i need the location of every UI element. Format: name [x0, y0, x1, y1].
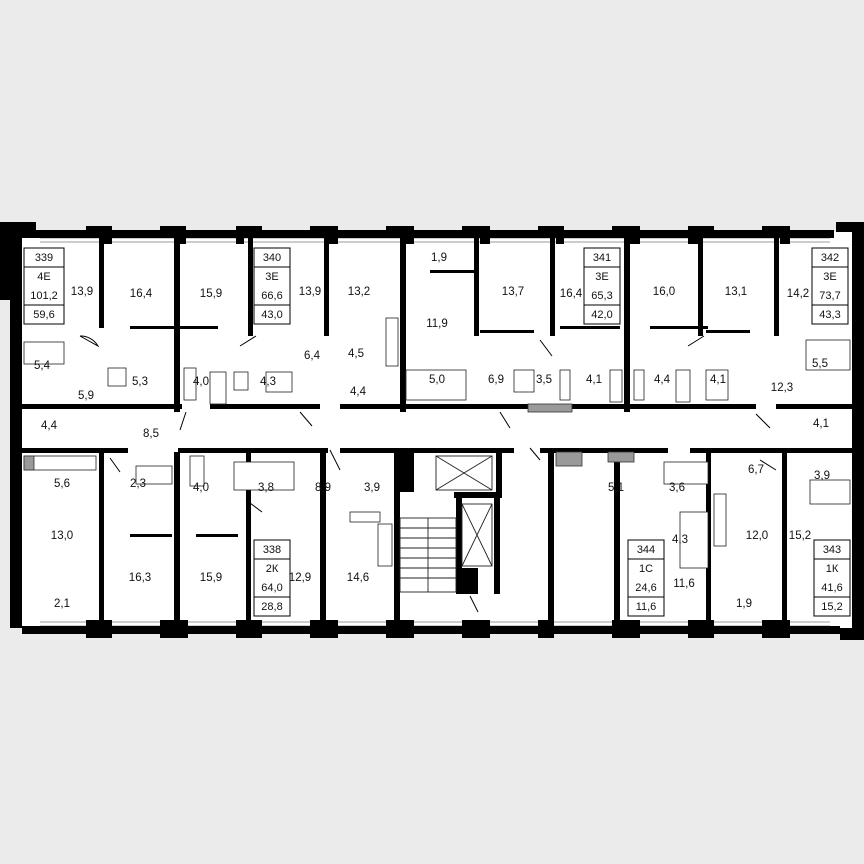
room-area: 14,6 [347, 572, 369, 584]
room-area: 13,1 [725, 286, 747, 298]
room-area: 4,1 [586, 374, 602, 386]
apartment-living-area: 11,6 [636, 601, 657, 613]
room-area: 1,9 [736, 598, 752, 610]
room-area: 12,3 [771, 382, 793, 394]
building-footprint [20, 232, 852, 628]
room-area: 6,7 [748, 464, 764, 476]
apartment-type: 3Е [823, 271, 836, 283]
staircase [399, 517, 457, 593]
apartment-total-area: 66,6 [261, 290, 282, 302]
room-area: 4,0 [193, 376, 209, 388]
apartment-living-area: 43,3 [819, 309, 840, 321]
apartment-card-340[interactable]: 340 3Е 66,6 43,0 [253, 247, 291, 325]
apartment-type: 1С [639, 563, 653, 575]
room-area: 8,5 [143, 428, 159, 440]
room-area: 11,9 [426, 318, 448, 330]
room-area: 4,4 [41, 420, 58, 432]
room-area: 13,9 [71, 286, 93, 298]
apartment-number: 344 [637, 544, 655, 556]
apartment-card-342[interactable]: 342 3Е 73,7 43,3 [811, 247, 849, 325]
elevator-shafts [435, 455, 493, 567]
room-area: 5,9 [78, 390, 94, 402]
room-area: 5,6 [54, 478, 70, 490]
room-area: 16,4 [560, 288, 583, 300]
room-area-labels: 13,9 16,4 15,9 13,9 13,2 1,9 11,9 13,7 1… [34, 252, 830, 610]
apartment-card-338[interactable]: 338 2К 64,0 28,8 [253, 539, 291, 617]
apartment-number: 343 [823, 544, 841, 556]
room-area: 4,0 [193, 482, 209, 494]
room-area: 8,9 [315, 482, 331, 494]
apartment-number: 342 [821, 252, 839, 264]
room-area: 2,1 [54, 598, 70, 610]
room-area: 5,5 [812, 358, 828, 370]
apartment-total-area: 64,0 [261, 582, 282, 594]
room-area: 2,3 [130, 478, 146, 490]
apartment-card-343[interactable]: 343 1К 41,6 15,2 [813, 539, 851, 617]
room-area: 1,9 [431, 252, 447, 264]
room-area: 5,1 [608, 482, 624, 494]
room-area: 6,4 [304, 350, 321, 362]
apartment-number: 339 [35, 252, 53, 264]
apartment-card-339[interactable]: 339 4Е 101,2 59,6 [23, 247, 65, 325]
room-area: 3,9 [814, 470, 830, 482]
room-area: 3,6 [669, 482, 685, 494]
apartment-number: 341 [593, 252, 611, 264]
apartment-living-area: 42,0 [591, 309, 612, 321]
apartment-type: 1К [826, 563, 839, 575]
room-area: 16,3 [129, 572, 151, 584]
room-area: 16,4 [130, 288, 153, 300]
room-area: 12,9 [289, 572, 311, 584]
room-area: 14,2 [787, 288, 809, 300]
room-area: 4,4 [654, 374, 671, 386]
room-area: 6,9 [488, 374, 504, 386]
room-area: 4,4 [350, 386, 367, 398]
apartment-living-area: 43,0 [261, 309, 282, 321]
room-area: 13,9 [299, 286, 321, 298]
room-area: 3,9 [364, 482, 380, 494]
room-area: 5,4 [34, 360, 51, 372]
apartment-living-area: 15,2 [821, 601, 842, 613]
room-area: 4,1 [710, 374, 726, 386]
apartment-total-area: 101,2 [30, 290, 58, 302]
room-area: 3,8 [258, 482, 274, 494]
interior-walls [22, 236, 852, 628]
room-area: 13,0 [51, 530, 73, 542]
apartment-total-area: 73,7 [819, 290, 840, 302]
apartment-total-area: 24,6 [635, 582, 656, 594]
apartment-total-area: 41,6 [821, 582, 842, 594]
room-area: 16,0 [653, 286, 675, 298]
room-area: 5,3 [132, 376, 148, 388]
apartment-total-area: 65,3 [591, 290, 612, 302]
room-area: 4,3 [672, 534, 688, 546]
room-area: 3,5 [536, 374, 552, 386]
room-area: 4,3 [260, 376, 276, 388]
apartment-type: 3Е [595, 271, 608, 283]
room-area: 4,1 [813, 418, 829, 430]
door-swings [79, 335, 777, 613]
room-area: 4,5 [348, 348, 364, 360]
room-area: 5,0 [429, 374, 445, 386]
apartment-number: 338 [263, 544, 281, 556]
fixtures [23, 317, 851, 569]
apartment-type: 4Е [37, 271, 50, 283]
apartment-type: 2К [266, 563, 279, 575]
room-area: 15,9 [200, 288, 222, 300]
room-area: 15,9 [200, 572, 222, 584]
room-area: 15,2 [789, 530, 811, 542]
room-area: 11,6 [673, 578, 695, 590]
apartment-number: 340 [263, 252, 281, 264]
room-area: 12,0 [746, 530, 768, 542]
apartment-card-341[interactable]: 341 3Е 65,3 42,0 [583, 247, 621, 325]
room-area: 13,7 [502, 286, 524, 298]
apartment-card-344[interactable]: 344 1С 24,6 11,6 [627, 539, 665, 617]
apartment-living-area: 28,8 [261, 601, 282, 613]
room-area: 13,2 [348, 286, 370, 298]
apartment-type: 3Е [265, 271, 278, 283]
apartment-living-area: 59,6 [33, 309, 54, 321]
